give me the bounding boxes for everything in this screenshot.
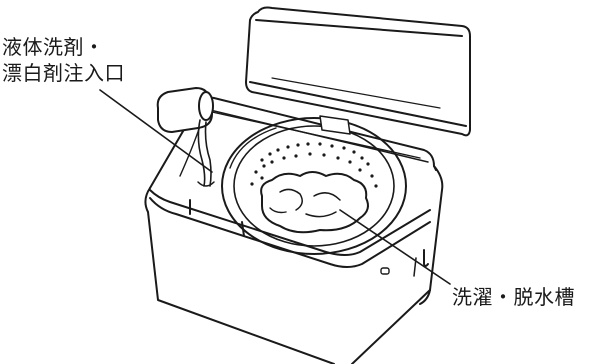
detergent-inlet-label: 液体洗剤・ 漂白剤注入口 [2,34,125,86]
detergent-inlet-label-line1: 液体洗剤・ [2,34,125,60]
lid [246,8,470,136]
laundry [261,172,368,232]
detergent-inlet-label-line2: 漂白剤注入口 [2,60,125,86]
cabinet-body [145,102,442,364]
wash-tub-label: 洗濯・脱水槽 [452,284,575,310]
detergent-cup-pouring [158,88,214,186]
